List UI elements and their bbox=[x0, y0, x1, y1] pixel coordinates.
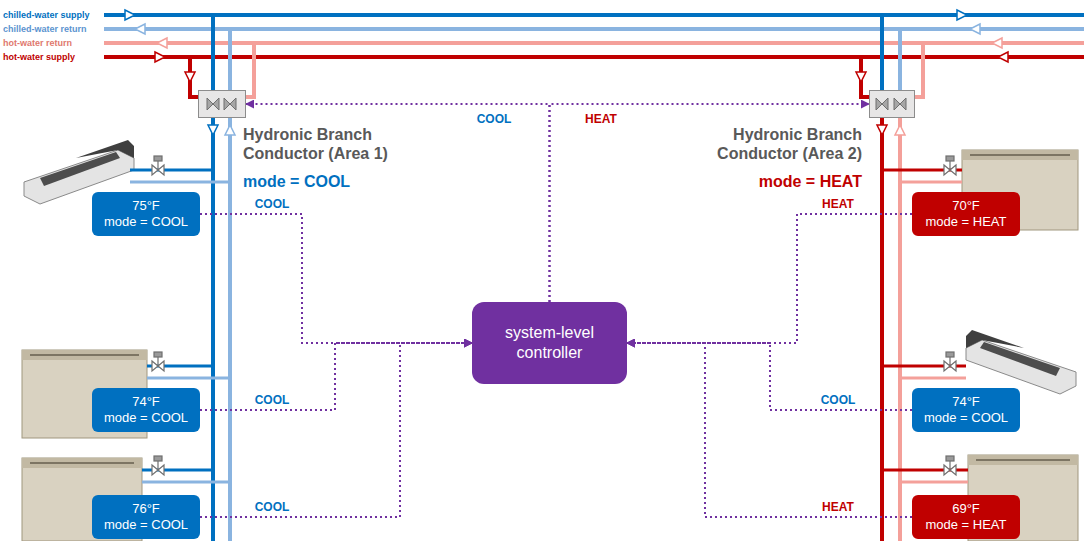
mode-label: mode = HEAT bbox=[687, 172, 862, 191]
valve-assembly bbox=[869, 90, 915, 118]
mode-label: mode = COOL bbox=[924, 410, 1008, 426]
controller-box: system-level controller bbox=[472, 302, 627, 384]
valve-assembly bbox=[198, 90, 246, 118]
chilled-supply-main bbox=[104, 13, 1084, 17]
signal-line bbox=[200, 343, 472, 517]
signal-line bbox=[627, 214, 912, 343]
chilled-return-main bbox=[104, 27, 1084, 31]
signal-line bbox=[627, 343, 912, 517]
unit-pipe bbox=[900, 481, 968, 484]
mode-label: mode = COOL bbox=[104, 517, 188, 533]
unit-pipe bbox=[147, 377, 230, 380]
temperature-value: 76°F bbox=[132, 501, 160, 517]
signal-label: COOL bbox=[475, 112, 514, 126]
mode-label: mode = COOL bbox=[104, 410, 188, 426]
unit-pipe bbox=[142, 481, 230, 484]
conductor-title: Hydronic Branch Conductor (Area 1) bbox=[243, 125, 418, 163]
riser-pipe bbox=[880, 112, 884, 541]
mode-label: mode = COOL bbox=[243, 172, 418, 191]
unit-pipe bbox=[130, 181, 230, 184]
temperature-value: 75°F bbox=[132, 198, 160, 214]
pipe-label: chilled-water return bbox=[3, 24, 89, 34]
pipe-label: chilled-water supply bbox=[3, 10, 92, 20]
control-valve bbox=[152, 156, 956, 475]
signal-label: COOL bbox=[253, 393, 292, 407]
signal-line bbox=[627, 343, 912, 410]
mode-label: mode = HEAT bbox=[925, 214, 1006, 230]
temperature-value: 74°F bbox=[952, 394, 980, 410]
controller-label: system-level controller bbox=[486, 323, 613, 363]
signal-label: HEAT bbox=[820, 197, 856, 211]
branch-pipe bbox=[246, 43, 254, 97]
branch-pipe bbox=[880, 15, 884, 92]
unit-status-box: 70°Fmode = HEAT bbox=[912, 192, 1020, 236]
signal-label: HEAT bbox=[820, 500, 856, 514]
hot-return-main bbox=[104, 41, 1084, 45]
cassette-unit bbox=[966, 330, 1076, 394]
unit-pipe bbox=[900, 181, 962, 184]
unit-pipe bbox=[130, 169, 213, 172]
mode-label: mode = HEAT bbox=[925, 517, 1006, 533]
temperature-value: 74°F bbox=[132, 394, 160, 410]
temperature-value: 69°F bbox=[952, 501, 980, 517]
signal-label: COOL bbox=[253, 500, 292, 514]
signal-line bbox=[200, 343, 472, 410]
conductor-title: Hydronic Branch Conductor (Area 2) bbox=[687, 125, 862, 163]
pipe-label: hot-water supply bbox=[3, 52, 77, 62]
mode-label: mode = COOL bbox=[104, 214, 188, 230]
flow-arrow bbox=[125, 10, 1008, 135]
hot-supply-main bbox=[104, 55, 1084, 59]
unit-pipe bbox=[900, 377, 966, 380]
signal-line bbox=[550, 104, 870, 302]
unit-status-box: 74°Fmode = COOL bbox=[912, 388, 1020, 432]
signal-line bbox=[200, 214, 472, 343]
signal-label: COOL bbox=[819, 393, 858, 407]
branch-conductor: Hydronic Branch Conductor (Area 1)mode =… bbox=[198, 90, 246, 118]
temperature-value: 70°F bbox=[952, 198, 980, 214]
unit-status-box: 74°Fmode = COOL bbox=[92, 388, 200, 432]
signal-label: COOL bbox=[253, 197, 292, 211]
unit-status-box: 75°Fmode = COOL bbox=[92, 192, 200, 236]
signal-label: HEAT bbox=[583, 112, 619, 126]
branch-pipe bbox=[915, 43, 923, 97]
branch-conductor: Hydronic Branch Conductor (Area 2)mode =… bbox=[869, 90, 915, 118]
branch-pipe bbox=[898, 29, 902, 92]
unit-status-box: 76°Fmode = COOL bbox=[92, 495, 200, 539]
riser-pipe bbox=[898, 112, 902, 541]
pipe-label: hot-water return bbox=[3, 38, 74, 48]
unit-status-box: 69°Fmode = HEAT bbox=[912, 495, 1020, 539]
